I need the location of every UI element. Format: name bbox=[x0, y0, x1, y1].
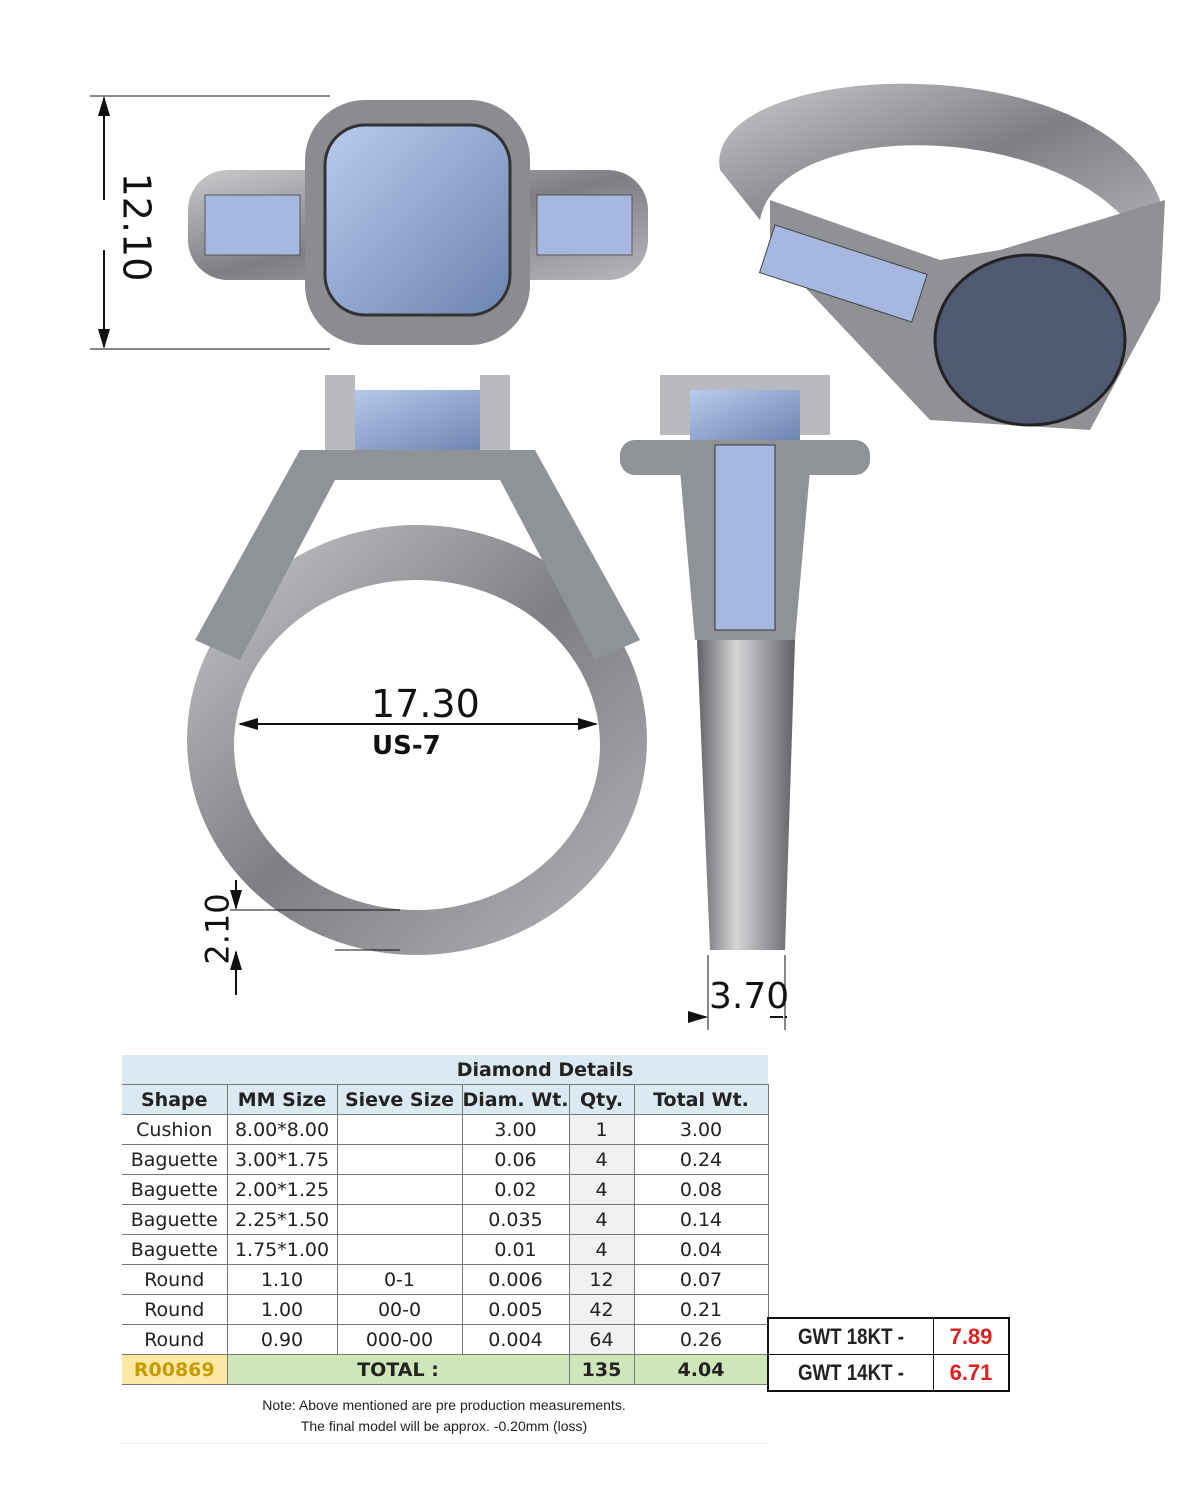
gwt-row: GWT 18KT - 7.89 bbox=[768, 1317, 1010, 1355]
cell-diam-wt: 0.02 bbox=[462, 1174, 570, 1205]
total-row: R00869 TOTAL : 135 4.04 bbox=[122, 1354, 769, 1385]
col-mm-size: MM Size bbox=[227, 1084, 338, 1115]
cell-diam-wt: 0.06 bbox=[462, 1144, 570, 1175]
cell-diam-wt: 0.01 bbox=[462, 1234, 570, 1265]
note: Note: Above mentioned are pre production… bbox=[122, 1395, 766, 1444]
cell-shape: Baguette bbox=[122, 1234, 228, 1265]
cell-sieve-size: 0-1 bbox=[337, 1264, 463, 1295]
cell-sieve-size bbox=[337, 1234, 463, 1265]
cell-total-wt: 0.04 bbox=[634, 1234, 769, 1265]
cell-total-wt: 0.14 bbox=[634, 1204, 769, 1235]
total-label: TOTAL : bbox=[227, 1354, 570, 1385]
col-sieve-size: Sieve Size bbox=[337, 1084, 463, 1115]
cell-total-wt: 3.00 bbox=[634, 1114, 769, 1145]
shank-thickness-dimension: 2.10 bbox=[198, 893, 237, 965]
cell-total-wt: 0.21 bbox=[634, 1294, 769, 1325]
cell-qty: 64 bbox=[569, 1324, 635, 1355]
inner-diameter-dimension: 17.30 bbox=[371, 682, 480, 726]
cell-qty: 4 bbox=[569, 1174, 635, 1205]
col-qty: Qty. bbox=[569, 1084, 635, 1115]
table-title: Diamond Details bbox=[122, 1055, 768, 1085]
col-shape: Shape bbox=[122, 1084, 228, 1115]
top-view bbox=[188, 100, 648, 345]
col-diam-wt: Diam. Wt. bbox=[462, 1084, 570, 1115]
cell-sieve-size: 00-0 bbox=[337, 1294, 463, 1325]
cell-sieve-size bbox=[337, 1144, 463, 1175]
product-code: R00869 bbox=[122, 1354, 228, 1385]
cell-mm-size: 2.00*1.25 bbox=[227, 1174, 338, 1205]
gross-weight-table: GWT 18KT - 7.89 GWT 14KT - 6.71 bbox=[767, 1317, 1010, 1392]
cell-diam-wt: 0.035 bbox=[462, 1204, 570, 1235]
cell-qty: 4 bbox=[569, 1204, 635, 1235]
front-view bbox=[187, 375, 647, 955]
cell-qty: 12 bbox=[569, 1264, 635, 1295]
cell-shape: Baguette bbox=[122, 1144, 228, 1175]
cell-shape: Baguette bbox=[122, 1174, 228, 1205]
cell-shape: Round bbox=[122, 1324, 228, 1355]
cell-mm-size: 3.00*1.75 bbox=[227, 1144, 338, 1175]
cell-shape: Round bbox=[122, 1294, 228, 1325]
shank-width-dimension: 3.70 bbox=[709, 976, 790, 1017]
total-qty: 135 bbox=[569, 1354, 635, 1385]
cell-mm-size: 1.00 bbox=[227, 1294, 338, 1325]
cell-total-wt: 0.08 bbox=[634, 1174, 769, 1205]
total-weight: 4.04 bbox=[634, 1354, 769, 1385]
ring-size-label: US-7 bbox=[372, 731, 441, 761]
cell-qty: 4 bbox=[569, 1144, 635, 1175]
perspective-view bbox=[719, 83, 1165, 430]
ring-drawings bbox=[90, 83, 1165, 1030]
note-line-2: The final model will be approx. -0.20mm … bbox=[300, 1418, 588, 1434]
cell-qty: 1 bbox=[569, 1114, 635, 1145]
gwt-label: GWT 14KT - bbox=[779, 1354, 922, 1392]
cell-qty: 42 bbox=[569, 1294, 635, 1325]
cell-mm-size: 2.25*1.50 bbox=[227, 1204, 338, 1235]
cell-shape: Cushion bbox=[122, 1114, 228, 1145]
cell-total-wt: 0.24 bbox=[634, 1144, 769, 1175]
gwt-value: 6.71 bbox=[933, 1354, 1010, 1392]
gwt-value: 7.89 bbox=[933, 1317, 1010, 1355]
cell-mm-size: 8.00*8.00 bbox=[227, 1114, 338, 1145]
cell-qty: 4 bbox=[569, 1234, 635, 1265]
cell-sieve-size: 000-00 bbox=[337, 1324, 463, 1355]
side-view bbox=[620, 375, 870, 950]
note-line-1: Note: Above mentioned are pre production… bbox=[262, 1397, 626, 1413]
cell-diam-wt: 0.006 bbox=[462, 1264, 570, 1295]
cell-total-wt: 0.26 bbox=[634, 1324, 769, 1355]
cell-diam-wt: 3.00 bbox=[462, 1114, 570, 1145]
cell-mm-size: 1.75*1.00 bbox=[227, 1234, 338, 1265]
cell-diam-wt: 0.004 bbox=[462, 1324, 570, 1355]
cell-sieve-size bbox=[337, 1174, 463, 1205]
gwt-row: GWT 14KT - 6.71 bbox=[768, 1354, 1010, 1392]
cell-sieve-size bbox=[337, 1114, 463, 1145]
cell-diam-wt: 0.005 bbox=[462, 1294, 570, 1325]
gwt-label: GWT 18KT - bbox=[779, 1317, 922, 1355]
cell-sieve-size bbox=[337, 1204, 463, 1235]
cell-mm-size: 1.10 bbox=[227, 1264, 338, 1295]
cell-mm-size: 0.90 bbox=[227, 1324, 338, 1355]
diamond-details-table: Diamond Details Shape MM Size Sieve Size… bbox=[122, 1055, 769, 1385]
header-row: Shape MM Size Sieve Size Diam. Wt. Qty. … bbox=[122, 1084, 769, 1115]
cell-total-wt: 0.07 bbox=[634, 1264, 769, 1295]
height-dimension: 12.10 bbox=[114, 172, 159, 282]
cell-shape: Round bbox=[122, 1264, 228, 1295]
col-total-wt: Total Wt. bbox=[634, 1084, 769, 1115]
cell-shape: Baguette bbox=[122, 1204, 228, 1235]
